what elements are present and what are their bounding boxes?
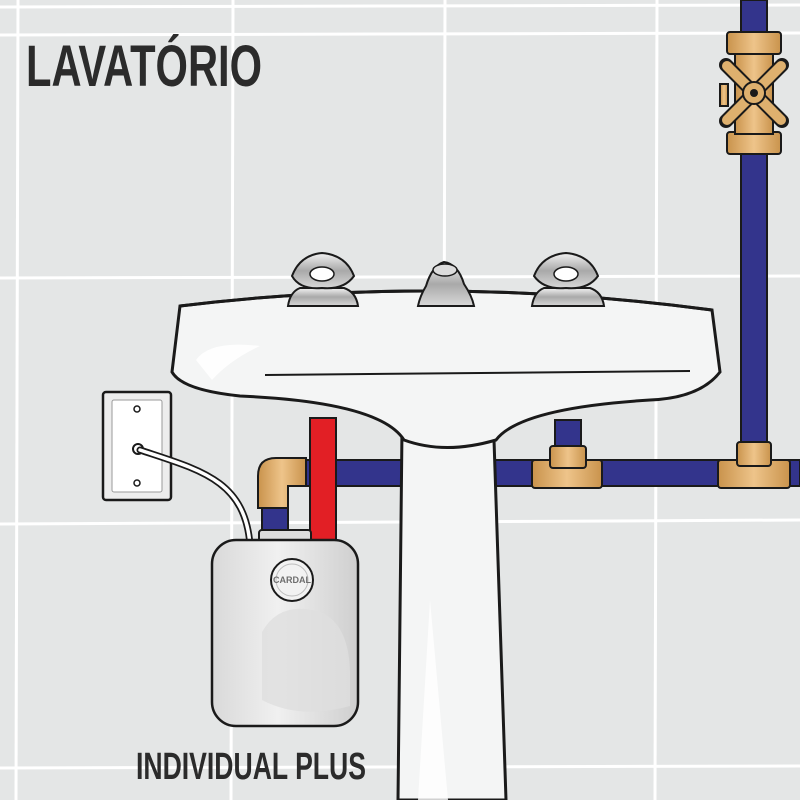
tee-fitting-center — [531, 445, 603, 489]
heater-brand-badge: CARDAL — [270, 558, 314, 602]
water-heater: CARDAL — [210, 529, 360, 728]
sink-bowl-line — [264, 370, 691, 376]
heater-model-caption: INDIVIDUAL PLUS — [136, 746, 366, 788]
hot-water-pipe — [309, 417, 337, 541]
brass-fittings — [257, 441, 791, 509]
gate-valve-icon — [719, 31, 789, 155]
tee-fitting-right — [717, 441, 791, 489]
power-cable — [138, 448, 252, 547]
heater-panel — [262, 608, 350, 712]
spout-icon — [416, 260, 476, 307]
elbow-fitting — [257, 457, 307, 509]
pedestal-highlight — [418, 600, 448, 800]
sink-pedestal — [396, 428, 508, 800]
heater-brand-label: CARDAL — [273, 575, 311, 585]
faucet-handle-icon — [286, 251, 360, 307]
faucet-handle-icon — [530, 251, 606, 307]
page-title: LAVATÓRIO — [26, 34, 262, 99]
wall-outlet-icon — [101, 390, 173, 502]
basin-highlight — [196, 344, 260, 380]
